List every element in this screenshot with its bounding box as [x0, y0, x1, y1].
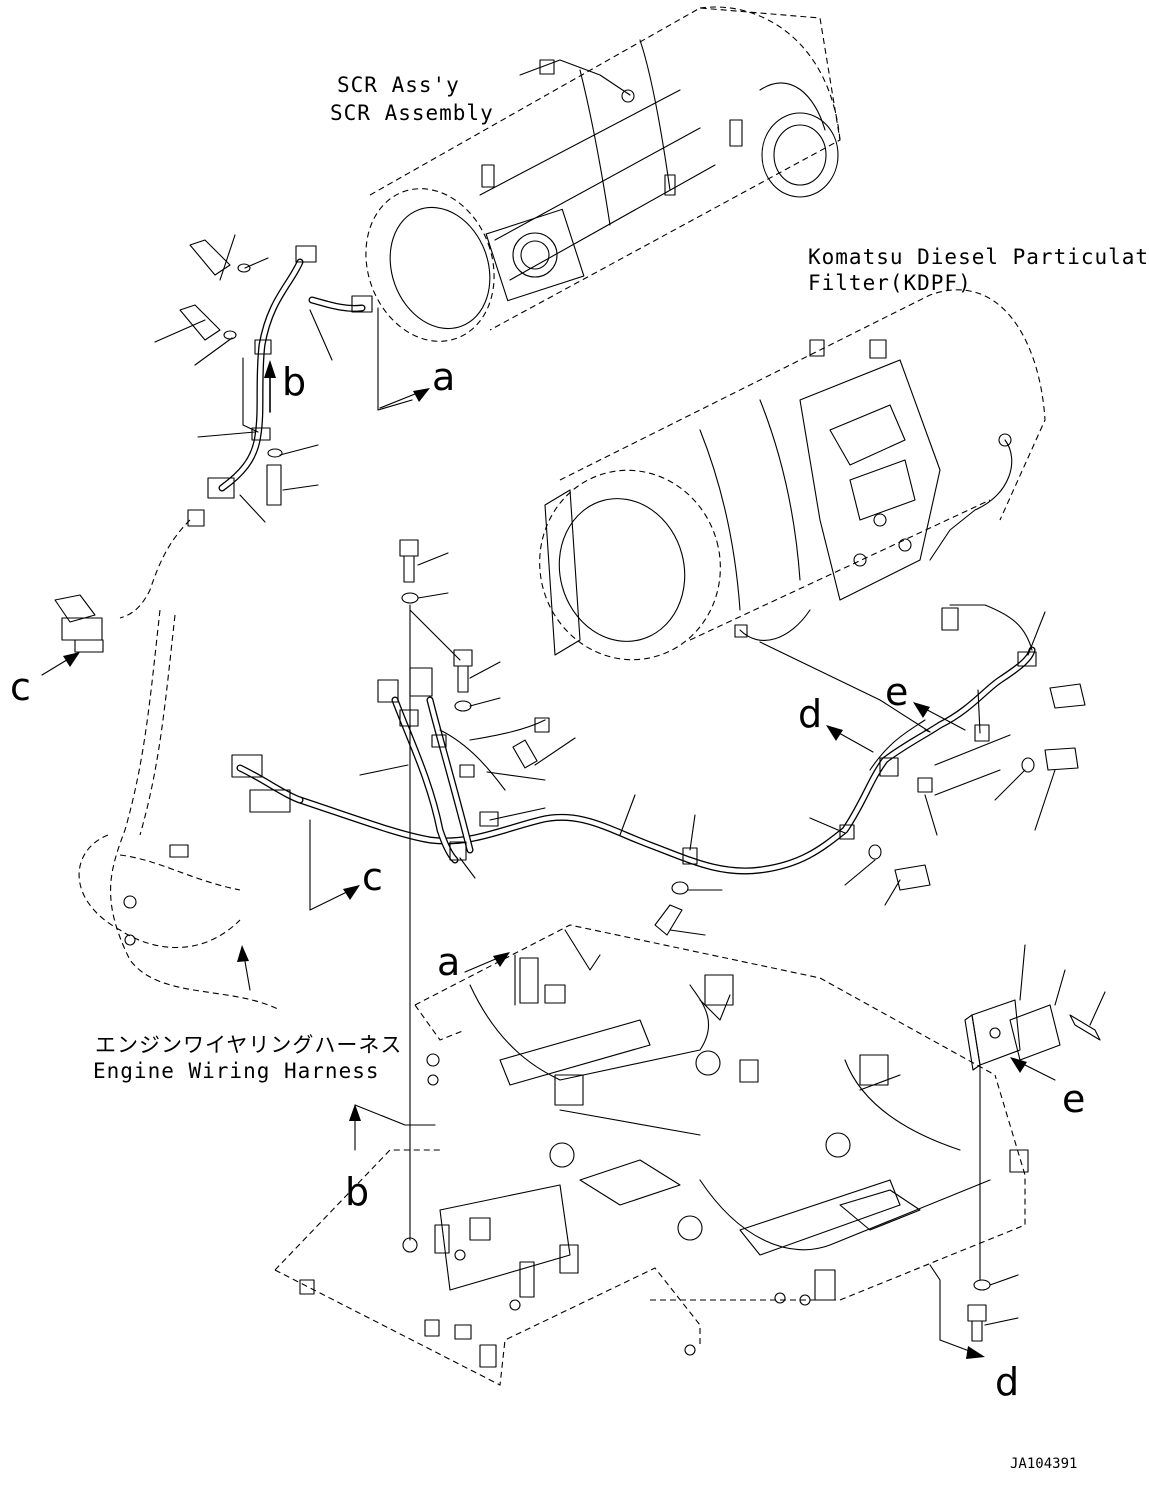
- callout-b-top: b: [282, 360, 306, 404]
- main-harness: [231, 539, 1086, 1241]
- scr-label-line2: SCR Assembly: [330, 101, 494, 125]
- harness-label-en: Engine Wiring Harness: [93, 1059, 380, 1083]
- callout-e-right: e: [1062, 1077, 1085, 1121]
- kdpf-label-line2: Filter(KDPF): [808, 271, 972, 295]
- callout-a-top: a: [432, 355, 455, 399]
- callout-e-mid: e: [885, 670, 908, 714]
- scr-assembly: [365, 6, 841, 342]
- engine-frame: [274, 388, 1106, 1386]
- kdpf-assembly: [539, 289, 1046, 661]
- callout-b-bottom: b: [345, 1170, 369, 1214]
- scr-label-line1: SCR Ass'y: [337, 73, 460, 97]
- callout-d-mid: d: [798, 692, 822, 736]
- callout-c-left: c: [10, 665, 31, 709]
- kdpf-label-line1: Komatsu Diesel Particulate: [808, 245, 1149, 269]
- callout-d-bottom: d: [995, 1360, 1019, 1404]
- callout-a-bottom: a: [437, 940, 460, 984]
- callout-c-mid: c: [362, 855, 383, 899]
- drawing-code: JA104391: [1010, 1456, 1077, 1472]
- engine-wiring-harness: [41, 509, 281, 1011]
- scr-sub-harness: [154, 234, 413, 523]
- harness-label-jp: エンジンワイヤリングハーネス: [95, 1033, 402, 1057]
